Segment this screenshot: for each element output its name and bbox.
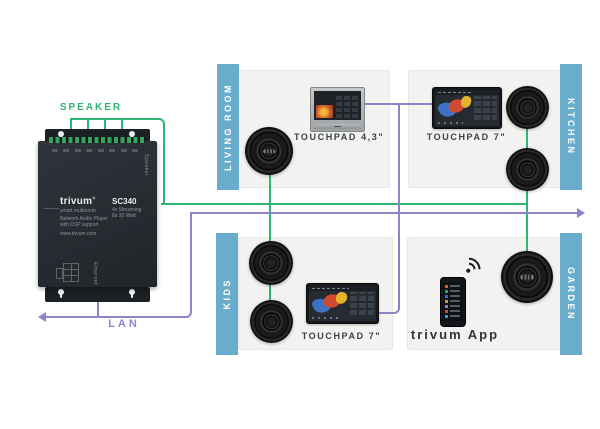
device-desc-1: Network Audio Player [60,216,108,222]
app-list-icons [445,285,448,288]
keyhole-icon [129,289,135,298]
device-bottom-flange [45,287,150,302]
touchpad-7-kitchen [432,87,502,129]
speaker-wire-stub-4 [121,118,123,129]
ceiling-speaker-icon-kids-1 [249,241,293,285]
room-label-garden: GARDEN [566,266,576,321]
model-spec-2: 8x 30 Watt [112,213,136,219]
registered-mark: ® [92,195,96,201]
speaker-branch-living-kids [269,151,271,323]
room-strip-garden: GARDEN [560,233,582,355]
app-list-rows [450,285,460,287]
touchpad-keys [336,94,359,118]
ceiling-speaker-icon-living [245,127,293,175]
speaker-cap [263,255,279,271]
trivum-logo: trivum® [60,196,96,208]
touchpad-4-3 [310,87,365,132]
touchpad-7-kitchen-label: TOUCHPAD 7" [426,132,507,142]
ceiling-speaker-icon-garden [501,251,553,303]
touchpad-bezel [314,124,361,129]
room-label-living-room: LIVING ROOM [223,83,233,171]
touchpad-screen [314,91,361,120]
touchpad-4-3-label: TOUCHPAD 4,3" [294,132,385,142]
speaker-wire-hook [70,118,165,205]
ceiling-speaker-icon-kids-2 [250,300,293,343]
speaker-wire-stub-1 [70,118,72,129]
logo-rule [44,208,59,209]
album-art [316,105,333,118]
connector-grid-icon [63,263,79,282]
ethernet-port-label: Ethernet [92,262,98,285]
speaker-wire-stub-3 [104,118,106,129]
brand-text: trivum [60,196,93,207]
room-strip-kids: KIDS [216,233,238,355]
device-desc-2: with DSP support [60,222,99,228]
speaker-cap [517,267,537,287]
touchpad-statusbar [435,90,499,95]
arrow-left-icon [38,312,46,322]
speaker-port-label: Speaker [143,154,149,177]
lan-device-drop [97,296,99,317]
room-strip-living-room: LIVING ROOM [217,64,239,190]
touchpad-7-kids-label: TOUCHPAD 7" [301,331,382,341]
lan-return-hook [46,212,192,318]
speaker-bus-line [161,203,528,205]
touchpad-screen [435,90,499,126]
connector-small-icon [56,268,63,279]
trivum-app-label: trivum App [410,327,500,342]
art-shape-yellow [334,291,348,306]
touchpad-dock-icons [311,317,339,319]
lan-drop-kids-touchpad [378,103,400,314]
touchpad-7-kids [306,283,379,324]
smartphone-icon [440,277,466,327]
touchpad-keys [349,292,375,316]
speaker-cap [263,313,280,330]
room-strip-kitchen: KITCHEN [560,64,582,190]
touchpad-screen [309,286,376,321]
speaker-terminal-strip [49,137,145,143]
touchpad-keys [474,96,498,120]
speaker-cap [519,99,536,116]
touchpad-statusbar [309,286,376,291]
brand-tagline: smart multiroom [60,208,96,214]
ceiling-speaker-icon-kitchen-1 [506,86,549,129]
speaker-bus-label: SPEAKER [59,102,123,113]
keyhole-icon [58,289,64,298]
room-label-kitchen: KITCHEN [566,98,576,156]
speaker-wire-stub-2 [87,118,89,129]
device-desc-3: www.trivum.com [60,231,97,237]
arrow-right-icon [577,208,585,218]
phone-screen [443,282,463,321]
speaker-branch-kitchen-garden [526,107,528,278]
lan-bus-label: LAN [108,318,140,330]
model-label: SC340 [112,197,137,206]
touchpad-dock-icons [437,122,464,124]
sc340-device [38,141,157,287]
lan-bus-line [190,212,578,214]
model-spec-1: 4x Streaming [112,207,142,213]
ceiling-speaker-icon-kitchen-2 [506,148,549,191]
room-label-kids: KIDS [222,278,232,310]
speaker-cap [519,161,536,178]
speaker-cap [260,142,278,160]
zone-markings [52,149,142,152]
